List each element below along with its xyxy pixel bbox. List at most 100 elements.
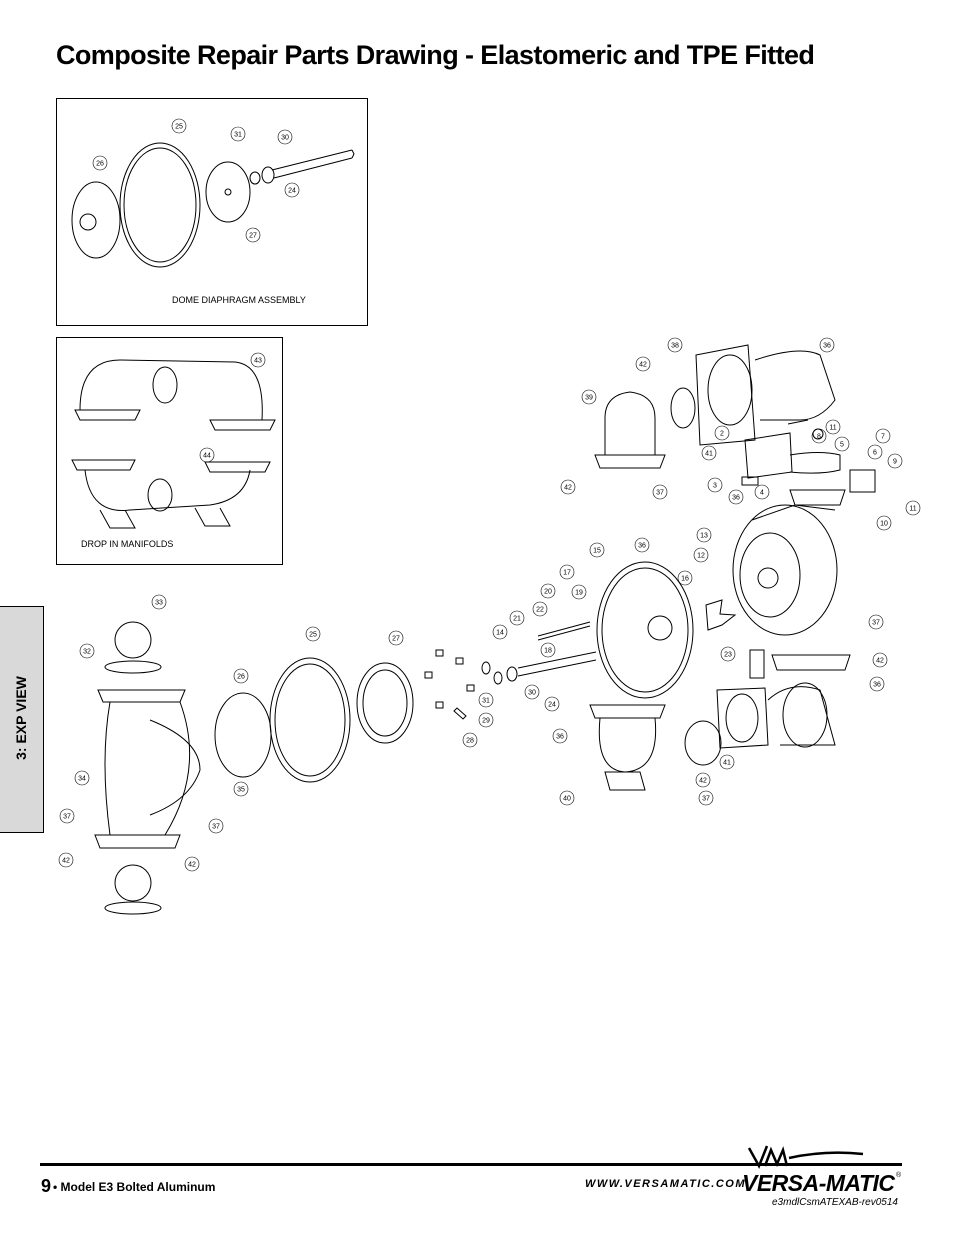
callout-42-top-b: 42 <box>564 485 572 492</box>
callout-13: 13 <box>700 533 708 540</box>
callout-20: 20 <box>544 589 552 596</box>
center-hardware-group <box>424 621 597 720</box>
shaft-part <box>271 149 353 171</box>
callout-37-bottom: 37 <box>702 796 710 803</box>
callout-35: 35 <box>237 787 245 794</box>
seat-top <box>104 660 162 674</box>
left-chamber-group <box>94 621 414 915</box>
callout-29: 29 <box>482 718 490 725</box>
callout-38: 38 <box>671 343 679 350</box>
section-side-tab[interactable] <box>0 606 44 833</box>
dome-diaphragm-part <box>119 142 201 268</box>
callout-30-dome: 30 <box>281 135 289 142</box>
piston-hub <box>79 213 97 231</box>
air-valve-body-2 <box>744 432 793 479</box>
washer-part <box>249 171 261 185</box>
o-ring-41-top <box>670 387 696 429</box>
drop-in-manifolds-label: DROP IN MANIFOLDS <box>81 539 174 549</box>
model-name: • Model E3 Bolted Aluminum <box>53 1180 216 1194</box>
inner-piston-30 <box>506 666 518 682</box>
bottom-manifold-flange <box>716 687 769 749</box>
top-manifold-body <box>79 359 263 421</box>
bottom-chamber-flange <box>589 704 666 719</box>
callout-11-bottom: 11 <box>909 506 916 513</box>
callout-24-dome: 24 <box>288 188 296 195</box>
exploded-parts-drawing: 25 26 31 30 24 27 43 44 33 32 34 37 42 4… <box>58 118 921 915</box>
callout-31: 31 <box>482 698 490 705</box>
manifold-elbow-36 <box>754 350 836 421</box>
website-link[interactable]: WWW.VERSAMATIC.COM <box>585 1178 747 1190</box>
main-shaft-24 <box>517 651 597 669</box>
callout-24: 24 <box>548 702 556 709</box>
bottom-manifold-elbow <box>767 686 836 746</box>
callout-27: 27 <box>392 636 400 643</box>
callout-42-left-b: 42 <box>188 862 196 869</box>
callout-22: 22 <box>536 607 544 614</box>
callout-37-left: 37 <box>63 814 71 821</box>
callout-2: 2 <box>720 431 724 438</box>
callout-25-dome: 25 <box>175 124 183 131</box>
callout-34: 34 <box>78 776 86 783</box>
callout-14: 14 <box>496 630 504 637</box>
callout-43: 43 <box>254 358 262 365</box>
callout-36-mid: 36 <box>732 495 740 502</box>
callout-42-bottom: 42 <box>699 778 707 785</box>
callout-6: 6 <box>873 450 877 457</box>
callout-28: 28 <box>466 738 474 745</box>
air-chamber-gasket-15 <box>596 561 694 699</box>
callout-41-bottom: 41 <box>723 760 731 767</box>
callout-21: 21 <box>513 616 521 623</box>
callout-36-center: 36 <box>638 543 646 550</box>
callout-32: 32 <box>83 649 91 656</box>
lower-right-group <box>589 649 851 791</box>
callout-5: 5 <box>840 442 844 449</box>
callout-7: 7 <box>881 434 885 441</box>
callout-17: 17 <box>563 570 571 577</box>
callout-44: 44 <box>203 453 211 460</box>
callout-26: 26 <box>237 674 245 681</box>
pilot-sleeve-23 <box>749 649 765 679</box>
callout-11-top: 11 <box>829 425 836 432</box>
center-section-12 <box>732 504 838 636</box>
callout-4: 4 <box>760 490 764 497</box>
callout-42-right: 42 <box>876 658 884 665</box>
callout-9: 9 <box>893 459 897 466</box>
callout-16: 16 <box>681 576 689 583</box>
callout-42-top: 42 <box>639 362 647 369</box>
versa-matic-logo: VERSA-MATIC <box>742 1170 895 1196</box>
top-manifold-left-flange <box>74 409 141 421</box>
chamber-top-flange <box>97 689 186 703</box>
top-manifold-right-flange <box>209 419 276 431</box>
document-id: e3mdlCsmATEXAB-rev0514 <box>772 1197 898 1208</box>
manifold-sketch <box>71 359 276 529</box>
callout-23: 23 <box>724 652 732 659</box>
callout-27-dome: 27 <box>249 233 257 240</box>
o-ring-14 <box>481 661 491 675</box>
callout-36-bottom: 36 <box>556 734 564 741</box>
page-number: 9 <box>41 1176 52 1196</box>
outer-piston-left <box>214 692 272 778</box>
muffler-16 <box>705 599 737 631</box>
callout-37-top: 37 <box>656 490 664 497</box>
callout-group: 25 26 31 30 24 27 43 44 33 32 34 37 42 4… <box>58 118 921 872</box>
back-diaphragm-left <box>356 662 414 744</box>
liquid-chamber-body <box>104 701 191 836</box>
registered-mark: ® <box>896 1172 902 1179</box>
callout-42-left: 42 <box>62 858 70 865</box>
callout-19: 19 <box>575 590 583 597</box>
callout-18: 18 <box>544 648 552 655</box>
callout-37-left-b: 37 <box>212 824 220 831</box>
callout-36-top: 36 <box>823 343 831 350</box>
check-ball-top <box>114 621 152 659</box>
outer-piston-part <box>71 181 121 259</box>
bottom-manifold-body <box>84 469 251 511</box>
seat-bottom <box>104 901 162 915</box>
manifold-flange-38 <box>695 344 756 446</box>
callout-36-right: 36 <box>873 682 881 689</box>
o-ring-41-bottom <box>684 720 722 766</box>
pilot-shaft-18 <box>537 621 591 637</box>
washer-31 <box>493 671 503 685</box>
gasket-9 <box>849 469 876 493</box>
dome-diaphragm-assembly-label: DOME DIAPHRAGM ASSEMBLY <box>172 295 306 305</box>
chamber-bottom-flange <box>94 834 181 849</box>
